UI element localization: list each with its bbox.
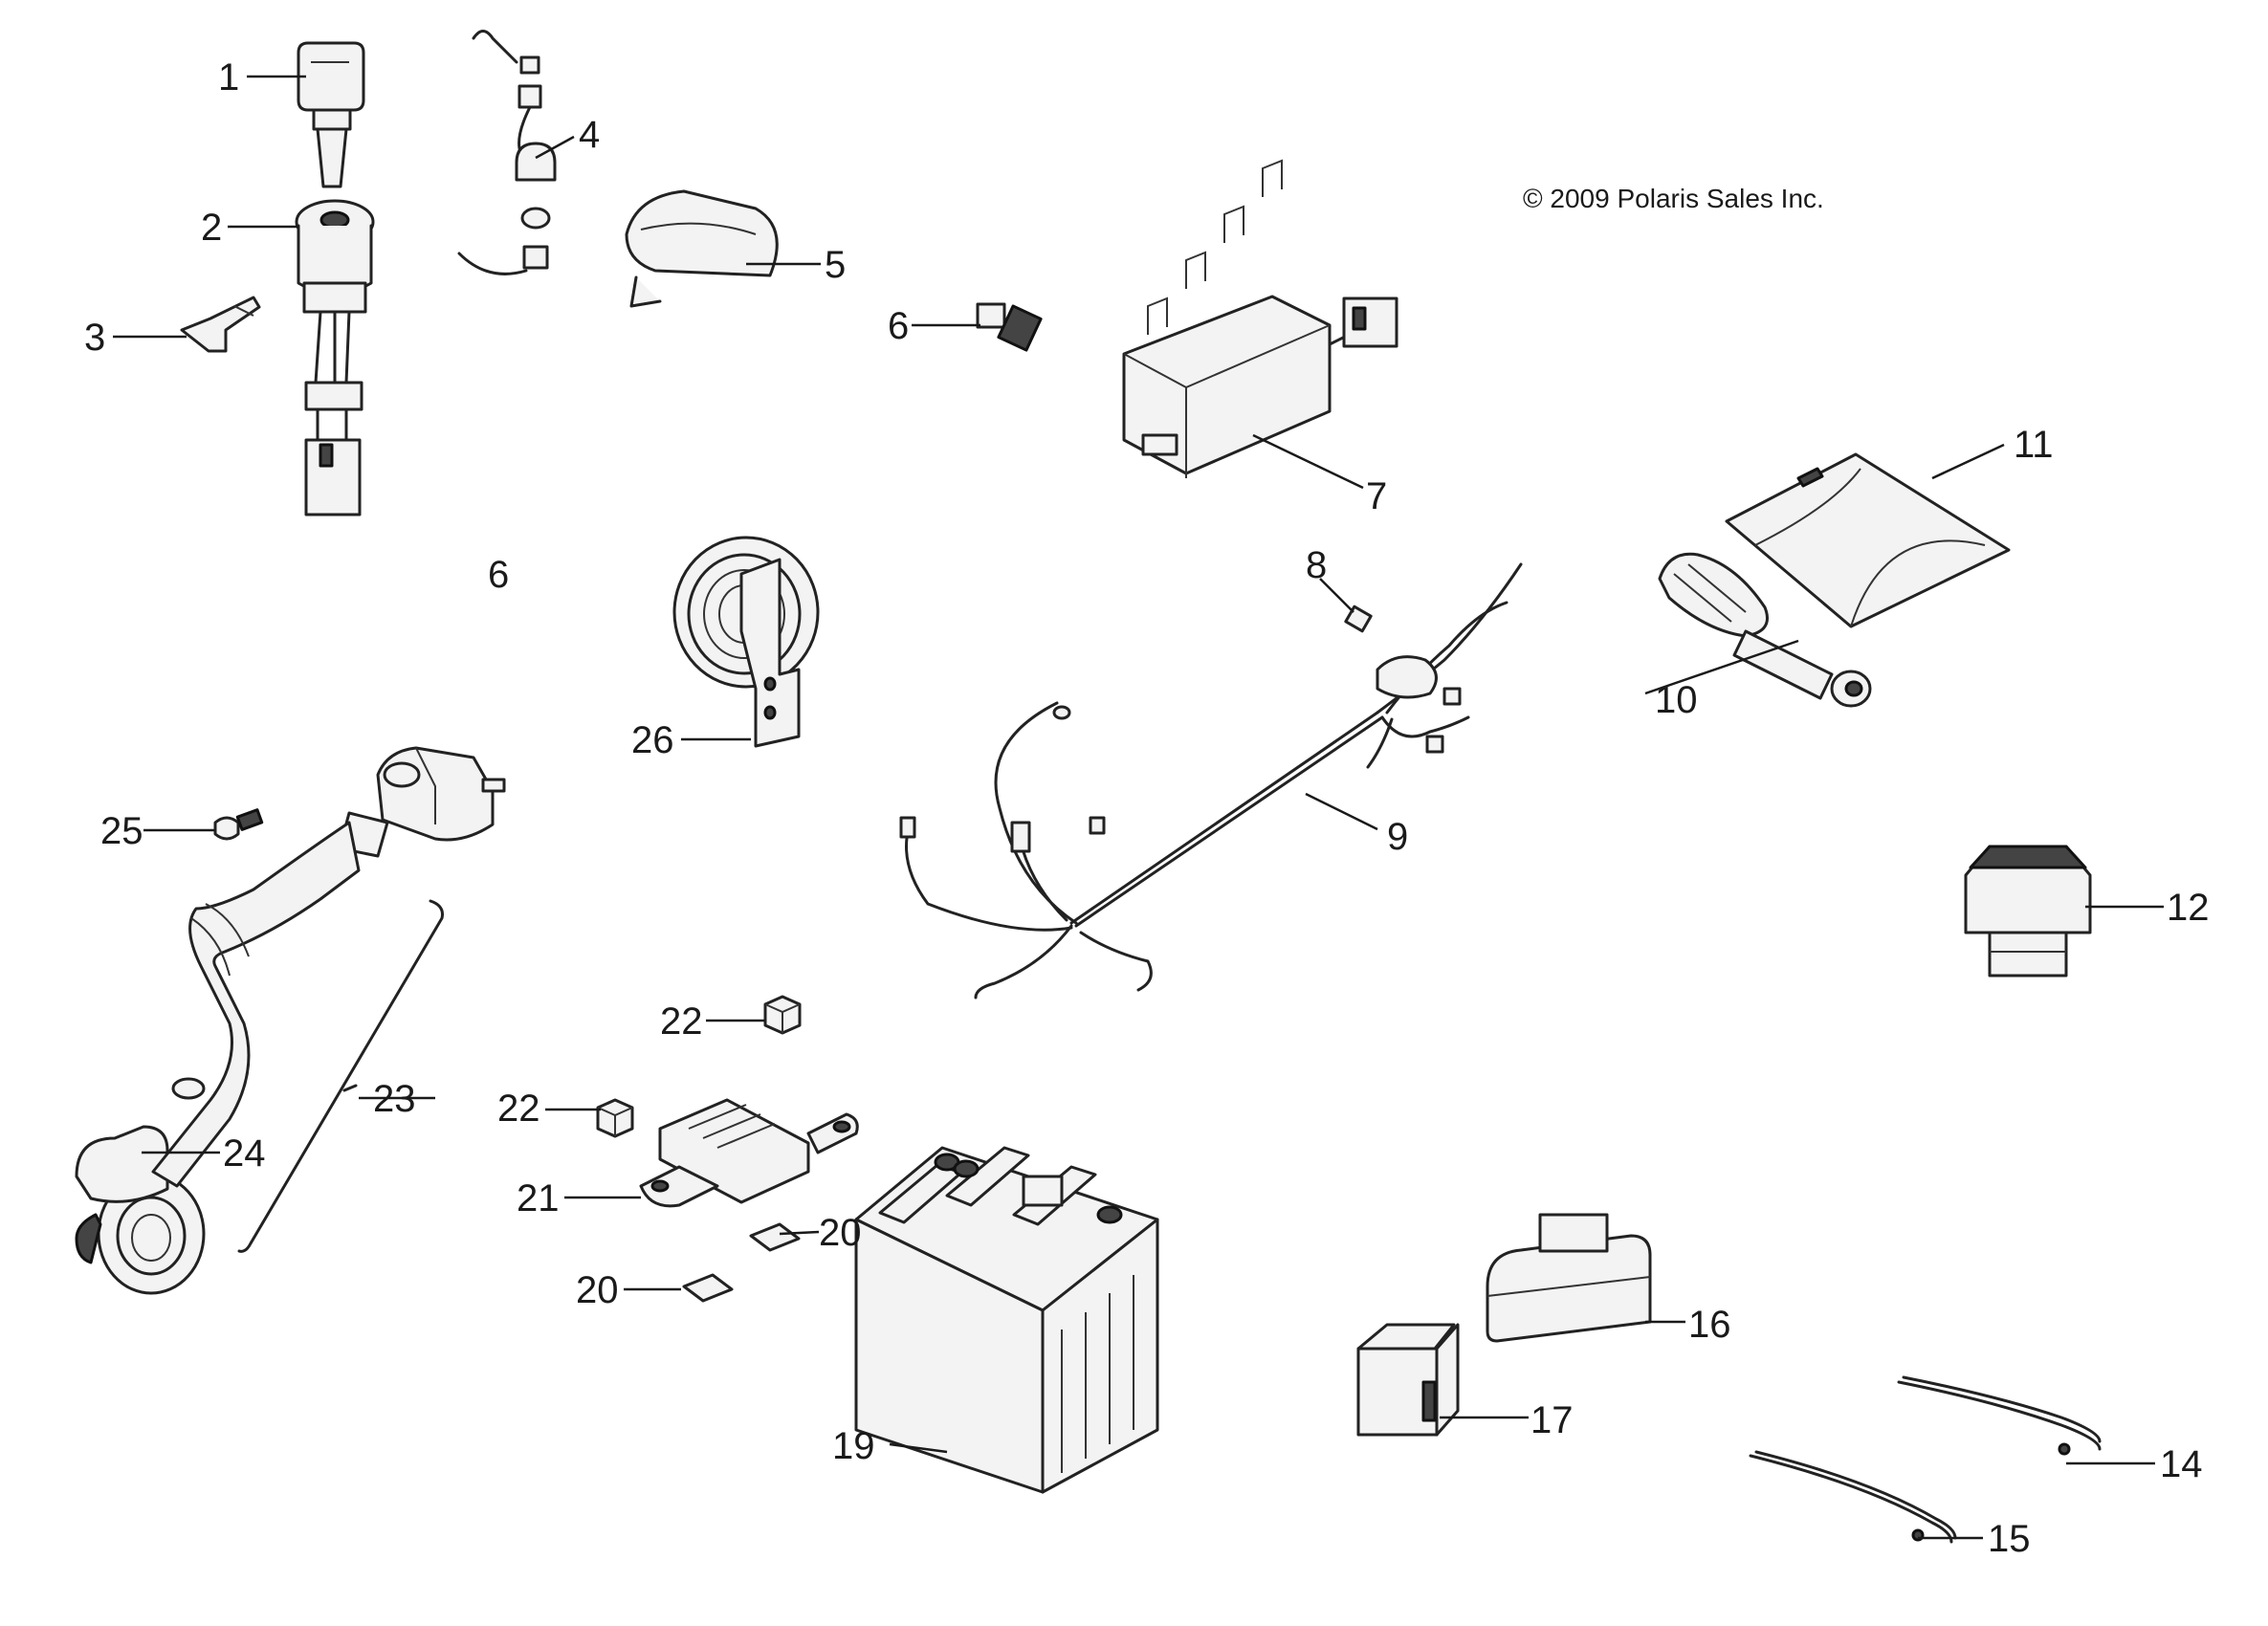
part-6-bolt-upper [976, 302, 1043, 352]
part-24-plug-cap [75, 1125, 206, 1295]
part-3-clip [180, 296, 261, 353]
callout-22-upper: 22 [660, 1000, 703, 1043]
part-12-relay [1964, 845, 2092, 978]
callout-3: 3 [84, 317, 105, 359]
part-14-wire [1897, 1375, 2102, 1456]
part-22-nut-lower [596, 1098, 634, 1138]
part-8-nut [1344, 604, 1373, 633]
part-16-cdi-box [1486, 1213, 1652, 1343]
callout-7: 7 [1366, 475, 1387, 517]
callout-14: 14 [2160, 1443, 2203, 1485]
callout-20-lower: 20 [576, 1269, 619, 1311]
callout-8: 8 [1306, 544, 1327, 586]
part-26-horn [672, 536, 820, 748]
callout-22-lower: 22 [497, 1088, 540, 1130]
callout-15: 15 [1988, 1518, 2031, 1560]
callout-5: 5 [825, 244, 846, 286]
part-4-tether [457, 30, 557, 275]
part-21-bracket [639, 1098, 859, 1208]
callout-10: 10 [1655, 679, 1698, 721]
part-23-brace [237, 899, 444, 1253]
part-9-wiring-harness [899, 562, 1523, 1000]
copyright-text: © 2009 Polaris Sales Inc. [1523, 184, 1824, 213]
callout-21: 21 [517, 1177, 560, 1220]
part-20-pad-lower [682, 1273, 734, 1303]
callout-20-upper: 20 [819, 1212, 862, 1254]
callout-6-upper: 6 [888, 305, 909, 347]
callout-2: 2 [201, 207, 222, 249]
callout-19: 19 [832, 1425, 875, 1467]
part-19-battery [854, 1146, 1159, 1494]
leader-lines [113, 75, 2164, 1540]
part-22-nut-upper [763, 995, 802, 1035]
callout-12: 12 [2167, 887, 2210, 929]
callout-11: 11 [2014, 424, 2054, 466]
part-5-cover [625, 189, 779, 308]
callout-1: 1 [218, 56, 239, 99]
part-1-key [297, 41, 365, 188]
part-7-regulator [1122, 159, 1398, 478]
callout-6-lower: 6 [488, 554, 509, 596]
part-2-ignition-switch [295, 199, 375, 516]
part-10-fuse-tool [1658, 552, 1872, 708]
callout-23: 23 [373, 1078, 416, 1120]
callout-16: 16 [1688, 1304, 1731, 1346]
callout-9: 9 [1387, 816, 1408, 858]
callout-4: 4 [579, 114, 600, 156]
part-25-screw [213, 808, 264, 841]
callout-24: 24 [223, 1132, 266, 1175]
callout-26: 26 [631, 719, 674, 761]
callout-17: 17 [1530, 1399, 1574, 1441]
part-20-pad-upper [749, 1222, 801, 1252]
part-17-holder [1356, 1323, 1460, 1437]
callout-25: 25 [100, 810, 143, 852]
part-15-wire [1749, 1450, 1957, 1544]
part-11-bag [1725, 452, 2011, 628]
ignition-coil-assembly [151, 746, 506, 1188]
callout-numbers: 1 2 3 4 5 6 6 7 8 9 10 11 12 14 15 16 17… [84, 56, 2210, 1560]
